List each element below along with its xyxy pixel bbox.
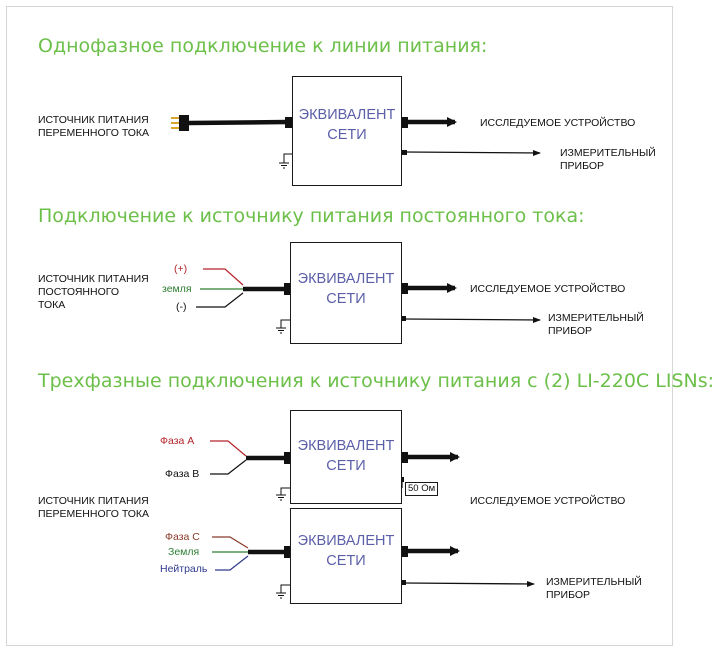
device-label-3ph: ИССЛЕДУЕМОЕ УСТРОЙСТВО bbox=[470, 495, 626, 507]
section-title-dc: Подключение к источнику питания постоянн… bbox=[38, 205, 585, 227]
wire-phase-b bbox=[210, 459, 247, 475]
section-title-three-phase: Трехфазные подключения к источнику питан… bbox=[38, 370, 714, 392]
source-label-line: ПЕРЕМЕННОГО ТОКА bbox=[38, 508, 150, 520]
phase-b-label: Фаза B bbox=[165, 468, 200, 480]
meter-label-3ph: ИЗМЕРИТЕЛЬНЫЙ ПРИБОР bbox=[546, 576, 642, 602]
meter-label-line: ИЗМЕРИТЕЛЬНЫЙ bbox=[548, 312, 644, 324]
ground-icon-3 bbox=[276, 487, 290, 501]
source-label-ac: ИСТОЧНИК ПИТАНИЯ ПЕРЕМЕННОГО ТОКА bbox=[38, 114, 149, 140]
phase-c-label: Фаза C bbox=[165, 531, 200, 543]
ground-icon-2 bbox=[276, 319, 290, 334]
lisn-label-line: ЭКВИВАЛЕНТ bbox=[298, 107, 396, 123]
meter-label-dc: ИЗМЕРИТЕЛЬНЫЙ ПРИБОР bbox=[548, 312, 644, 338]
meter-label-line: ПРИБОР bbox=[548, 325, 593, 337]
source-label-3ph: ИСТОЧНИК ПИТАНИЯ ПЕРЕМЕННОГО ТОКА bbox=[38, 495, 149, 521]
meter-arrow bbox=[404, 149, 541, 156]
lisn-box-top: ЭКВИВАЛЕНТ СЕТИ bbox=[290, 410, 402, 504]
lisn-box: ЭКВИВАЛЕНТ СЕТИ bbox=[292, 76, 402, 186]
lisn-box-dc: ЭКВИВАЛЕНТ СЕТИ bbox=[290, 242, 402, 344]
section-title-single-phase: Однофазное подключение к линии питания: bbox=[38, 35, 488, 57]
diagram-frame bbox=[6, 6, 673, 646]
meter-arrow-3 bbox=[403, 580, 535, 587]
lisn-label-line: ЭКВИВАЛЕНТ bbox=[297, 271, 395, 287]
device-label: ИССЛЕДУЕМОЕ УСТРОЙСТВО bbox=[480, 117, 636, 129]
wiring-diagram bbox=[171, 115, 541, 599]
source-label-line: ИСТОЧНИК ПИТАНИЯ bbox=[38, 114, 149, 126]
wire-phase-c bbox=[212, 536, 249, 549]
wire-neutral bbox=[215, 555, 249, 571]
meter-label-line: ИЗМЕРИТЕЛЬНЫЙ bbox=[546, 576, 642, 588]
meter-label-line: ПРИБОР bbox=[560, 160, 605, 172]
power-plug-icon bbox=[171, 115, 189, 131]
minus-label: (-) bbox=[176, 301, 187, 313]
lisn-label-line: ЭКВИВАЛЕНТ bbox=[297, 533, 395, 549]
lisn-label-line: СЕТИ bbox=[327, 127, 367, 143]
phase-a-label: Фаза A bbox=[160, 435, 195, 447]
ground-icon bbox=[279, 153, 292, 169]
meter-arrow-2 bbox=[403, 316, 541, 323]
source-label-line: ИСТОЧНИК ПИТАНИЯ bbox=[38, 273, 149, 285]
wire-plus bbox=[203, 268, 244, 286]
lisn-label-line: СЕТИ bbox=[326, 291, 366, 307]
earth-label: Земля bbox=[168, 546, 200, 558]
lisn-label-line: ЭКВИВАЛЕНТ bbox=[297, 438, 395, 454]
wire-minus bbox=[196, 292, 244, 308]
meter-label-line: ИЗМЕРИТЕЛЬНЫЙ bbox=[560, 147, 656, 159]
ground-label: земля bbox=[162, 283, 192, 295]
source-label-line: ПОСТОЯННОГО bbox=[38, 286, 120, 298]
device-label-dc: ИССЛЕДУЕМОЕ УСТРОЙСТВО bbox=[470, 283, 626, 295]
wire-phase-a bbox=[210, 440, 247, 457]
source-label-line: ПЕРЕМЕННОГО ТОКА bbox=[38, 127, 150, 139]
plus-label: (+) bbox=[174, 263, 188, 275]
source-label-line: ТОКА bbox=[38, 299, 66, 311]
meter-label-line: ПРИБОР bbox=[546, 589, 591, 601]
lisn-label-line: СЕТИ bbox=[326, 458, 366, 474]
lisn-label-line: СЕТИ bbox=[326, 553, 366, 569]
source-label-dc: ИСТОЧНИК ПИТАНИЯ ПОСТОЯННОГО ТОКА bbox=[38, 273, 149, 312]
power-cord bbox=[188, 119, 288, 126]
meter-label: ИЗМЕРИТЕЛЬНЫЙ ПРИБОР bbox=[560, 147, 656, 173]
neutral-label: Нейтраль bbox=[160, 563, 208, 575]
source-label-line: ИСТОЧНИК ПИТАНИЯ bbox=[38, 495, 149, 507]
lisn-box-bottom: ЭКВИВАЛЕНТ СЕТИ bbox=[290, 508, 402, 604]
ground-icon-4 bbox=[276, 584, 290, 599]
resistor-terminator: 50 Ом bbox=[405, 482, 439, 496]
